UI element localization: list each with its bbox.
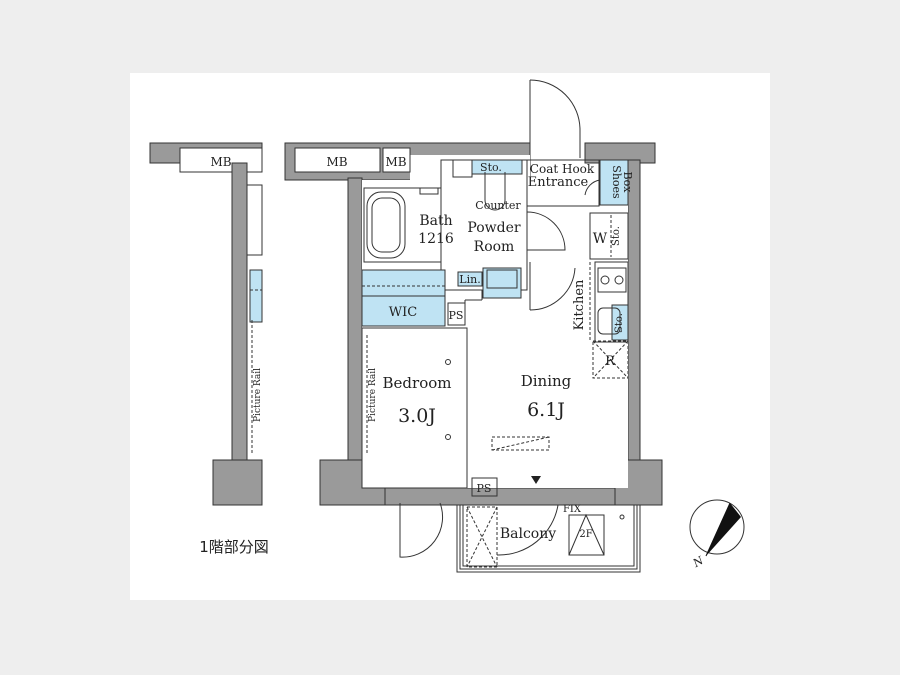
kitchen-label: Kitchen (572, 279, 587, 330)
entrance (526, 159, 629, 207)
kitchen (529, 261, 629, 343)
wic-label: WIC (389, 305, 417, 320)
bedroom-label: Bedroom (383, 374, 452, 392)
bedroom-size: 3.0J (398, 405, 436, 427)
ps-label: PS (477, 482, 492, 495)
storage-label: Sto. (611, 226, 622, 246)
mb-label: MB (210, 155, 231, 169)
powder-room-label: Powder (467, 220, 521, 236)
dining-size: 6.1J (527, 399, 565, 421)
bath-size: 1216 (418, 231, 454, 247)
entrance-label: Entrance (528, 175, 589, 190)
hatch-2f-label: 2F (579, 529, 592, 540)
coat-hook-label: Coat Hook (530, 162, 595, 176)
balcony-label: Balcony (500, 526, 556, 542)
balcony (456, 504, 641, 573)
refrigerator-label: R (605, 354, 616, 369)
bedroom-door (399, 502, 444, 558)
dining-label: Dining (521, 372, 572, 390)
picture-rail-label: Picture Rail (368, 368, 378, 422)
refrigerator-space (592, 340, 629, 379)
shoes-box-label: Box (621, 172, 634, 194)
mb-label: MB (326, 155, 347, 169)
floor-caption: 1階部分図 (199, 538, 269, 556)
mb-label: MB (385, 155, 406, 169)
compass-icon (689, 499, 745, 557)
linen-label: Lin. (459, 273, 480, 286)
ps-label: PS (449, 309, 464, 322)
partial-plan-left: MB Picture Rail (149, 142, 263, 506)
storage-label: Sto. (480, 161, 502, 174)
bath-label: Bath (419, 213, 452, 229)
washer-label: W (593, 231, 608, 247)
bedroom (361, 327, 468, 489)
storage-label: Sto. (614, 313, 625, 333)
pipe-space (471, 477, 498, 497)
entrance-door (529, 79, 581, 158)
shoes-box-label: Shoes (610, 165, 623, 199)
powder-room (440, 159, 566, 299)
mb-box-left (179, 147, 263, 173)
fix-label: FIX (563, 504, 582, 515)
washer-space (589, 212, 629, 260)
wic (361, 269, 446, 327)
picture-rail-label: Picture Rail (253, 368, 263, 422)
counter-label: Counter (475, 199, 521, 212)
powder-room-label: Room (474, 239, 515, 255)
entry-arrow-icon (531, 476, 541, 484)
